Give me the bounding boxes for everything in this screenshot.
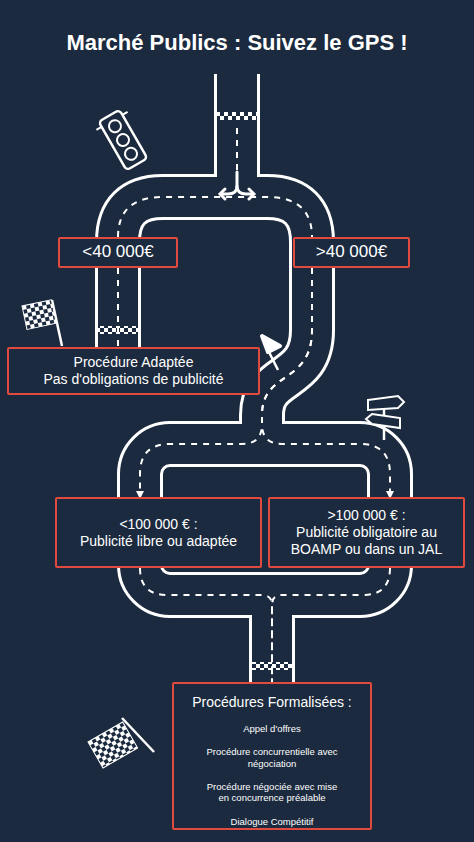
box-body: Publicité obligatoire au BOAMP ou dans u… — [278, 524, 455, 558]
road-connector — [272, 568, 390, 682]
traffic-light — [93, 107, 152, 173]
procedure-box: Procédure AdaptéePas d'obligations de pu… — [7, 347, 260, 395]
box-body: Publicité libre ou adaptée — [80, 533, 237, 550]
list-item: Appel d'offres — [243, 723, 301, 734]
road-connector — [262, 268, 390, 497]
signpost — [366, 396, 404, 440]
procedure-list-box: Procédures Formalisées : Appel d'offresPr… — [172, 682, 372, 830]
threshold-box: <40 000€ — [58, 237, 178, 268]
checkered-flag — [22, 300, 62, 346]
threshold-box: <100 000 € :Publicité libre ou adaptée — [55, 497, 262, 568]
page-title: Marché Publics : Suivez le GPS ! — [0, 30, 474, 56]
fork-arrow — [220, 172, 254, 199]
road-connector — [117, 268, 119, 347]
direction-sign — [262, 336, 280, 370]
box-heading: Procédure Adaptée — [74, 354, 194, 371]
threshold-box: >100 000 € :Publicité obligatoire au BOA… — [268, 497, 465, 568]
box-heading: Procédures Formalisées : — [192, 694, 352, 711]
box-heading: >100 000 € : — [327, 507, 405, 524]
start-line — [217, 112, 257, 120]
box-heading: >40 000€ — [316, 242, 387, 262]
box-heading: <40 000€ — [82, 242, 153, 262]
road-connector — [140, 568, 272, 682]
threshold-box: >40 000€ — [293, 237, 410, 268]
checkered-flag — [88, 718, 154, 768]
box-heading: <100 000 € : — [119, 516, 197, 533]
box-body: Pas d'obligations de publicité — [43, 371, 223, 388]
list-item: Procédure concurrentielle avec négociati… — [202, 746, 342, 769]
list-item: Procédure négociée avec mise en concurre… — [202, 781, 342, 804]
road-centre-line — [118, 128, 312, 237]
list-item: Dialogue Compétitif — [231, 816, 314, 827]
